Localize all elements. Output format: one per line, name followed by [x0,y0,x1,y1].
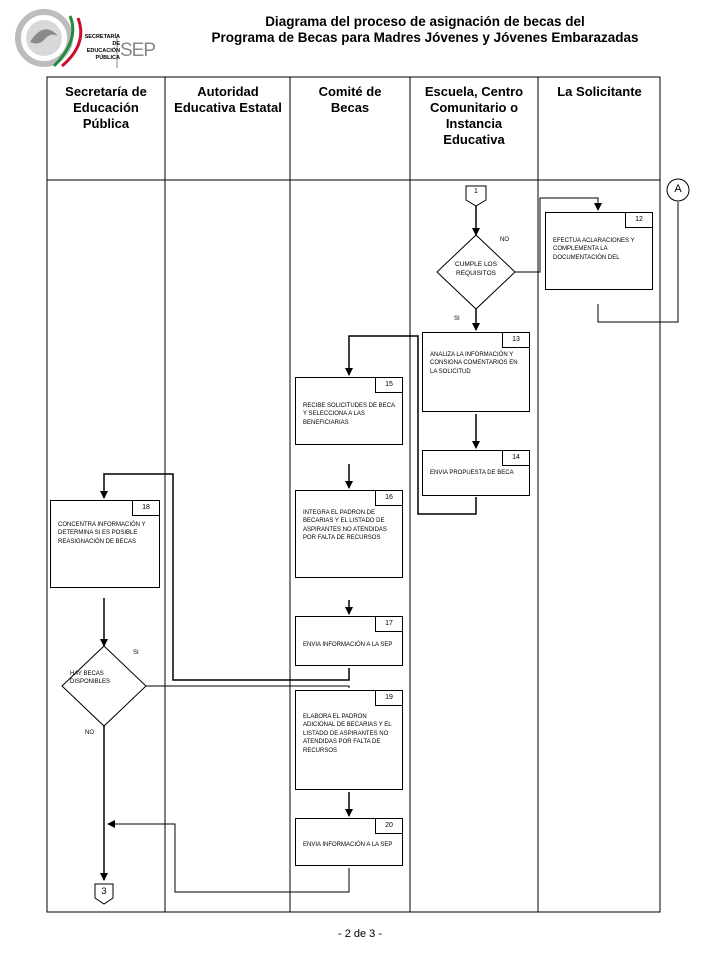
box-text: ENVIA INFORMACIÓN A LA SEP [303,642,393,648]
lane-header-escuela: Escuela, Centro Comunitario o Instancia … [424,84,524,147]
sep-logo: SECRETARÍA DE EDUCACIÓN PÚBLICA SEP [10,6,160,72]
decision-becas-shape [61,645,147,727]
box-text: ANALIZA LA INFORMACIÓN Y CONSIGNA COMENT… [430,352,518,375]
box-text: ENVIA PROPUESTA DE BECA [430,470,514,476]
arrow-no [515,197,602,273]
process-box-17: 17 ENVIA INFORMACIÓN A LA SEP [295,616,403,666]
end-connector-shape [94,883,114,905]
arrow [100,473,350,681]
lane-header-comite: Comité de Becas [318,84,382,115]
box-text: CONCENTRA INFORMACIÓN Y DETERMINA SI ES … [58,522,146,545]
box-number: 19 [375,691,402,706]
logo-text: SECRETARÍA DE EDUCACIÓN PÚBLICA [84,34,120,61]
decision-requisitos-si: SI [454,316,460,322]
start-connector-label: 1 [474,188,478,195]
lane-header-sep: Secretaría de Educación Pública [65,84,147,131]
start-connector-shape [465,185,487,207]
lane-header-solicitante: La Solicitante [557,84,642,99]
box-text: ELABORA EL PADRON ADICIONAL DE BECARIAS … [303,714,392,754]
box-number: 15 [375,378,402,393]
process-box-12: 12 EFECTUA ACLARACIONES Y COMPLEMENTA LA… [545,212,653,290]
process-box-14: 14 ENVIA PROPUESTA DE BECA [422,450,530,496]
lane-header-autoridad: Autoridad Educativa Estatal [174,84,282,115]
box-number: 18 [132,501,159,516]
process-box-19: 19 ELABORA EL PADRON ADICIONAL DE BECARI… [295,690,403,790]
offpage-a-label: A [674,183,682,195]
title-line-2: Programa de Becas para Madres Jóvenes y … [211,30,639,45]
box-text: ENVIA INFORMACIÓN A LA SEP [303,842,393,848]
decision-requisitos-text: CUMPLE LOS REQUISITOS [455,261,497,277]
arrow-si [146,685,350,688]
process-box-13: 13 ANALIZA LA INFORMACIÓN Y CONSIGNA COM… [422,332,530,412]
process-box-18: 18 CONCENTRA INFORMACIÓN Y DETERMINA SI … [50,500,160,588]
end-connector-label: 3 [101,886,107,896]
box-number: 16 [375,491,402,506]
page-title: Diagrama del proceso de asignación de be… [160,14,690,46]
logo-acronym: SEP [120,40,156,61]
offpage-a-shape [666,178,690,202]
eagle-emblem-icon [15,9,118,68]
box-number: 14 [502,451,529,466]
page-number: - 2 de 3 - [337,928,383,940]
box-number: 12 [625,213,652,228]
box-text: INTEGRA EL PADRON DE BECARIAS Y EL LISTA… [303,510,387,542]
box-number: 13 [502,333,529,348]
box-text: RECIBE SOLICITUDES DE BECA Y SELECCIONA … [303,403,395,426]
title-line-1: Diagrama del proceso de asignación de be… [265,14,585,29]
box-number: 17 [375,617,402,632]
decision-requisitos-no: NO [500,237,509,243]
process-box-20: 20 ENVIA INFORMACIÓN A LA SEP [295,818,403,866]
box-number: 20 [375,819,402,834]
arrow-loop-a [597,202,679,323]
arrow [107,820,350,893]
process-box-15: 15 RECIBE SOLICITUDES DE BECA Y SELECCIO… [295,377,403,445]
box-text: EFECTUA ACLARACIONES Y COMPLEMENTA LA DO… [553,238,635,261]
decision-becas-no: NO [85,730,94,736]
decision-becas-text: HAY BECAS DISPONIBLES [70,671,111,685]
decision-becas-si: SI [133,650,139,656]
process-box-16: 16 INTEGRA EL PADRON DE BECARIAS Y EL LI… [295,490,403,578]
frame [46,76,661,913]
arrow [345,335,477,515]
